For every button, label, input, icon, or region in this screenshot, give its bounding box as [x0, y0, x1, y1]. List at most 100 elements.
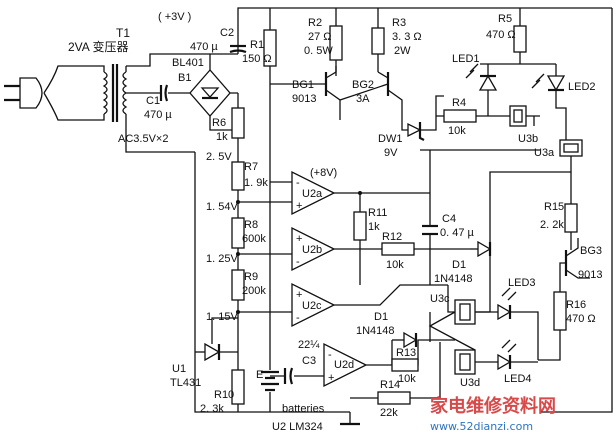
- r11-value: 1k: [368, 221, 380, 233]
- svg-text:+: +: [328, 372, 334, 384]
- c4-value: 0. 47 µ: [440, 227, 475, 239]
- bg1-label: BG1: [292, 79, 314, 91]
- capacitor-c3: 22¼ C3: [270, 339, 324, 385]
- led1: LED1: [452, 53, 556, 116]
- dw1-value: 9V: [384, 147, 398, 159]
- led1-label: LED1: [452, 53, 480, 65]
- svg-text:+: +: [296, 233, 302, 245]
- resistor-r15: R15 2. 2k: [540, 172, 578, 250]
- resistor-r4: R4 10k: [436, 97, 510, 137]
- r11-label: R11: [368, 207, 387, 219]
- opamp-u2c: + - U2c: [291, 282, 448, 328]
- r13-value: 10k: [398, 373, 416, 385]
- ac-plug: [4, 65, 70, 121]
- led2: LED2: [531, 64, 596, 140]
- t1-label: T1: [116, 26, 130, 40]
- r14-value: 22k: [380, 407, 398, 419]
- dw1-label: DW1: [378, 133, 402, 145]
- r3-value: 3. 3 Ω: [392, 31, 422, 43]
- diode-d1-lower: D1 1N4148: [356, 311, 418, 349]
- watermark-text: 家电维修资料网: [430, 395, 556, 417]
- capacitor-c1: C1 470 µ: [144, 84, 190, 121]
- bg1-part: 9013: [292, 93, 316, 105]
- opamp-u2b: + - U2b: [291, 226, 382, 272]
- ac-label: AC3.5V×2: [118, 133, 168, 145]
- r1-label: R1: [250, 39, 264, 51]
- r2-label: R2: [308, 17, 322, 29]
- u2d-label: U2d: [334, 359, 354, 371]
- capacitor-c4: C4 0. 47 µ: [420, 149, 540, 285]
- c2-value: 470 µ: [190, 41, 218, 53]
- tap-2v5: 2. 5V: [206, 151, 232, 163]
- lm324-label: U2 LM324: [272, 421, 323, 433]
- tap-1v25: 1. 25V: [206, 253, 238, 265]
- r6-value: 1k: [216, 131, 228, 143]
- diode-d1-upper: D1 1N4148: [434, 240, 492, 285]
- r2-power: 0. 5W: [304, 45, 333, 57]
- r13-label: R13: [396, 347, 416, 359]
- r10-label: R10: [214, 389, 234, 401]
- battery-label: batteries: [282, 403, 325, 415]
- bridge-b1: BL401 B1: [172, 54, 238, 131]
- resistor-r14: R14 22k: [350, 342, 441, 419]
- resistor-r1: R1 150 Ω: [242, 8, 277, 340]
- opto-u3d: U3d: [454, 349, 498, 389]
- r5-value: 470 Ω: [486, 29, 516, 41]
- r9-value: 200k: [242, 285, 266, 297]
- resistor-r8: R8 600k: [231, 217, 266, 249]
- r12-value: 10k: [386, 259, 404, 271]
- r4-label: R4: [452, 97, 466, 109]
- r3-label: R3: [392, 17, 406, 29]
- rail-label: ( +3V ): [158, 11, 191, 23]
- bg3-label: BG3: [580, 245, 602, 257]
- opamp-supply: (+8V): [310, 167, 337, 179]
- bg3-part: 9013: [578, 269, 602, 281]
- r7-value: 1. 9k: [244, 177, 268, 189]
- resistor-r11: R11 1k: [353, 191, 387, 285]
- r7-label: R7: [244, 161, 258, 173]
- r6-label: R6: [212, 117, 226, 129]
- r10-value: 2. 3k: [200, 403, 224, 415]
- bg2-label: BG2: [352, 79, 374, 91]
- d1-upper-label: D1: [452, 259, 466, 271]
- led3-label: LED3: [508, 277, 536, 289]
- svg-text:+: +: [296, 200, 302, 212]
- r15-label: R15: [544, 201, 564, 213]
- c1-label: C1: [146, 95, 160, 107]
- c1-value: 470 µ: [144, 109, 172, 121]
- c4-label: C4: [442, 213, 456, 225]
- tap-1v54: 1. 54V: [206, 201, 238, 213]
- u2c-label: U2c: [302, 300, 322, 312]
- led4: LED4: [497, 339, 538, 385]
- u3c-label: U3c: [430, 293, 450, 305]
- u3d-label: U3d: [460, 377, 480, 389]
- transistor-bg1: BG1 9013: [270, 66, 341, 120]
- r3-power: 2W: [394, 45, 411, 57]
- d1-lower-label: D1: [374, 311, 388, 323]
- r1-value: 150 Ω: [242, 53, 272, 65]
- c3-value: 22¼: [298, 339, 320, 351]
- resistor-r6: R6 1k: [212, 107, 245, 143]
- u3a-label: U3a: [534, 147, 555, 159]
- u1-part: TL431: [170, 377, 201, 389]
- bridge-label: B1: [178, 72, 191, 84]
- r2-value: 27 Ω: [308, 31, 332, 43]
- c3-label: C3: [302, 355, 316, 367]
- r5-label: R5: [498, 13, 512, 25]
- transformer-t1: T1 2VA 变压器: [68, 26, 238, 153]
- r14-label: R14: [380, 379, 400, 391]
- zener-dw1: DW1 9V: [378, 95, 444, 159]
- resistor-r16: R16 470 Ω: [538, 291, 596, 361]
- r9-label: R9: [244, 271, 258, 283]
- r16-label: R16: [566, 299, 586, 311]
- resistor-r10: R10 2. 3k: [200, 360, 245, 415]
- opto-u3c: U3c: [430, 285, 498, 325]
- u1-label: U1: [172, 363, 186, 375]
- r8-value: 600k: [242, 233, 266, 245]
- resistor-r5: R5 470 Ω: [486, 8, 527, 64]
- opamp-u2a: - + U2a (+8V): [270, 167, 430, 216]
- svg-text:+: +: [296, 289, 302, 301]
- led2-label: LED2: [568, 81, 596, 93]
- u2a-label: U2a: [302, 188, 323, 200]
